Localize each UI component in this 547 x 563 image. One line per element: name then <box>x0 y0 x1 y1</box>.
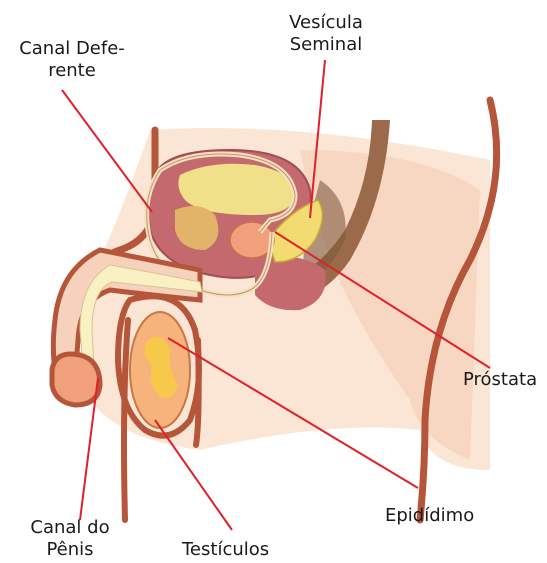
glans <box>52 354 100 405</box>
label-canal-do-penis-line1: Canal do <box>20 517 120 539</box>
label-canal-deferente-line2: rente <box>6 60 138 82</box>
label-vesicula-seminal-line2: Seminal <box>276 34 376 56</box>
label-canal-do-penis: Canal do Pênis <box>20 517 120 561</box>
prostate <box>230 222 274 258</box>
label-canal-deferente: Canal Defe- rente <box>6 38 138 82</box>
label-vesicula-seminal: Vesícula Seminal <box>276 12 376 56</box>
label-canal-deferente-line1: Canal Defe- <box>6 38 138 60</box>
label-epididimo: Epidídimo <box>385 505 474 527</box>
label-canal-do-penis-line2: Pênis <box>20 539 120 561</box>
label-testiculos: Testículos <box>182 539 269 561</box>
leader-canal-deferente <box>62 90 152 212</box>
label-vesicula-seminal-line1: Vesícula <box>276 12 376 34</box>
label-prostata: Próstata <box>463 369 537 391</box>
